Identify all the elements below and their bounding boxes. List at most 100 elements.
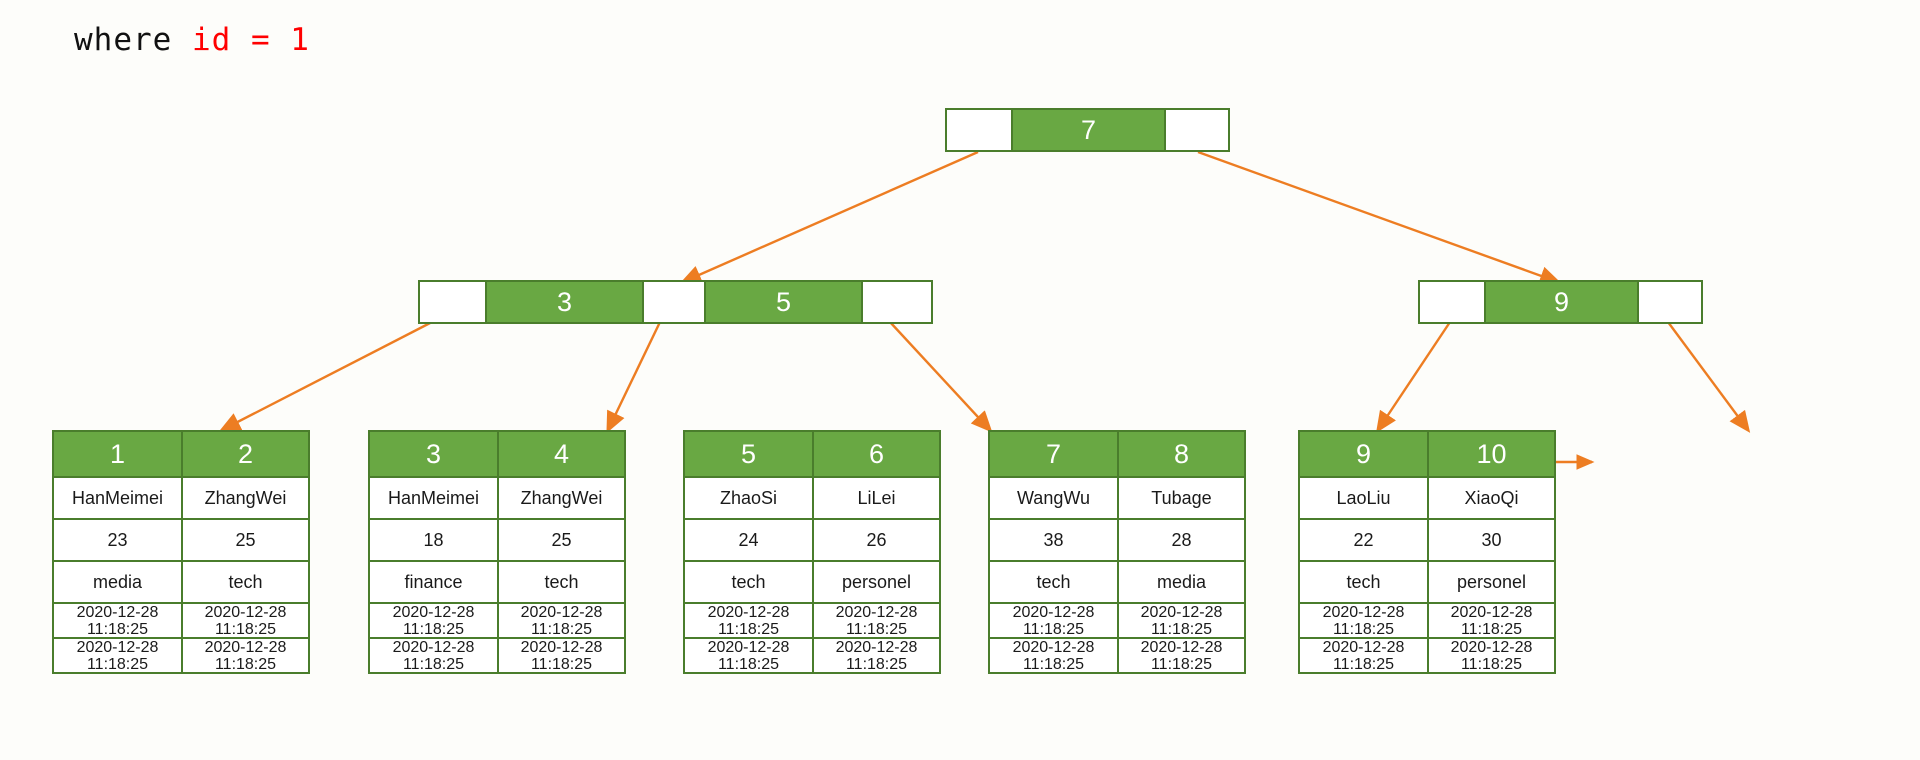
leaf-1-created-1: 2020-12-28 11:18:25 (181, 602, 308, 638)
leaf-5-created-row: 2020-12-28 11:18:25 2020-12-28 11:18:25 (1300, 602, 1554, 638)
root-node[interactable]: 7 (945, 108, 1230, 152)
leaf-3-age-row: 24 26 (685, 518, 939, 560)
leaf-1-id-1[interactable]: 2 (181, 432, 308, 476)
leaf-3-created-1: 2020-12-28 11:18:25 (812, 602, 939, 638)
root-pointer-0[interactable] (947, 110, 1012, 150)
leaf-5-created-0-time: 11:18:25 (1332, 620, 1395, 638)
leaf-2-dept-1: tech (497, 560, 624, 602)
leaf-5-updated-0-date: 2020-12-28 (1322, 638, 1405, 656)
leaf-1-updated-1: 2020-12-28 11:18:25 (181, 637, 308, 673)
leaf-node-3[interactable]: 5 6 ZhaoSi LiLei 24 26 tech personel 202… (683, 430, 941, 674)
leaf-5-id-1[interactable]: 10 (1427, 432, 1554, 476)
leaf-4-id-1[interactable]: 8 (1117, 432, 1244, 476)
leaf-1-name-row: HanMeimei ZhangWei (54, 476, 308, 518)
leaf-2-created-0: 2020-12-28 11:18:25 (370, 602, 497, 638)
leaf-4-created-row: 2020-12-28 11:18:25 2020-12-28 11:18:25 (990, 602, 1244, 638)
leaf-2-created-1-time: 11:18:25 (530, 620, 593, 638)
internal-right-key-9[interactable]: 9 (1484, 282, 1637, 322)
leaf-1-created-0-time: 11:18:25 (86, 620, 149, 638)
leaf-3-age-1: 26 (812, 518, 939, 560)
leaf-2-name-1: ZhangWei (497, 476, 624, 518)
leaf-3-updated-0-time: 11:18:25 (717, 655, 780, 673)
leaf-1-id-0[interactable]: 1 (54, 432, 181, 476)
leaf-5-updated-row: 2020-12-28 11:18:25 2020-12-28 11:18:25 (1300, 637, 1554, 673)
page-title: where id = 1 (74, 22, 310, 58)
leaf-3-updated-0-date: 2020-12-28 (707, 638, 790, 656)
leaf-1-updated-1-time: 11:18:25 (214, 655, 277, 673)
leaf-2-updated-1-time: 11:18:25 (530, 655, 593, 673)
internal-left-key-5[interactable]: 5 (704, 282, 861, 322)
leaf-4-name-0: WangWu (990, 476, 1117, 518)
leaf-3-name-row: ZhaoSi LiLei (685, 476, 939, 518)
leaf-3-created-0-date: 2020-12-28 (707, 603, 790, 621)
leaf-1-updated-0-date: 2020-12-28 (76, 638, 159, 656)
leaf-3-name-0: ZhaoSi (685, 476, 812, 518)
edge-root-to-internal-left (679, 150, 979, 284)
leaf-3-dept-0: tech (685, 560, 812, 602)
leaf-4-updated-0-date: 2020-12-28 (1012, 638, 1095, 656)
internal-right-pointer-1[interactable] (1636, 282, 1702, 322)
leaf-3-id-1[interactable]: 6 (812, 432, 939, 476)
internal-left-pointer-2[interactable] (861, 282, 927, 322)
edge-root-to-internal-right (1197, 150, 1562, 285)
leaf-2-updated-0-date: 2020-12-28 (392, 638, 475, 656)
leaf-1-dept-row: media tech (54, 560, 308, 602)
leaf-3-id-0[interactable]: 5 (685, 432, 812, 476)
leaf-5-created-0-date: 2020-12-28 (1322, 603, 1405, 621)
leaf-4-updated-1-time: 11:18:25 (1150, 655, 1213, 673)
leaf-5-id-0[interactable]: 9 (1300, 432, 1427, 476)
internal-node-left[interactable]: 3 5 (418, 280, 933, 324)
leaf-4-age-0: 38 (990, 518, 1117, 560)
edge-internal-left-to-leaf-2 (606, 321, 662, 434)
leaf-2-dept-row: finance tech (370, 560, 624, 602)
leaf-3-updated-1-time: 11:18:25 (845, 655, 908, 673)
leaf-5-created-1: 2020-12-28 11:18:25 (1427, 602, 1554, 638)
leaf-1-created-1-time: 11:18:25 (214, 620, 277, 638)
leaf-4-updated-1-date: 2020-12-28 (1140, 638, 1223, 656)
internal-left-pointer-0[interactable] (420, 282, 485, 322)
leaf-1-created-1-date: 2020-12-28 (204, 603, 287, 621)
internal-left-pointer-1[interactable] (642, 282, 704, 322)
leaf-3-updated-1: 2020-12-28 11:18:25 (812, 637, 939, 673)
leaf-4-id-0[interactable]: 7 (990, 432, 1117, 476)
leaf-3-created-0: 2020-12-28 11:18:25 (685, 602, 812, 638)
leaf-3-updated-row: 2020-12-28 11:18:25 2020-12-28 11:18:25 (685, 637, 939, 673)
leaf-node-1[interactable]: 1 2 HanMeimei ZhangWei 23 25 media tech … (52, 430, 310, 674)
leaf-1-age-0: 23 (54, 518, 181, 560)
root-key-7[interactable]: 7 (1011, 110, 1164, 150)
leaf-node-5[interactable]: 9 10 LaoLiu XiaoQi 22 30 tech personel 2… (1298, 430, 1556, 674)
edge-internal-right-to-leaf-5 (1667, 321, 1751, 433)
leaf-3-age-0: 24 (685, 518, 812, 560)
internal-node-right[interactable]: 9 (1418, 280, 1703, 324)
leaf-2-name-0: HanMeimei (370, 476, 497, 518)
leaf-3-name-1: LiLei (812, 476, 939, 518)
leaf-1-updated-1-date: 2020-12-28 (204, 638, 287, 656)
leaf-1-header-row: 1 2 (54, 432, 308, 476)
internal-right-pointer-0[interactable] (1420, 282, 1485, 322)
leaf-1-dept-1: tech (181, 560, 308, 602)
leaf-2-id-0[interactable]: 3 (370, 432, 497, 476)
leaf-5-dept-row: tech personel (1300, 560, 1554, 602)
leaf-node-4[interactable]: 7 8 WangWu Tubage 38 28 tech media 2020-… (988, 430, 1246, 674)
leaf-2-id-1[interactable]: 4 (497, 432, 624, 476)
leaf-3-created-row: 2020-12-28 11:18:25 2020-12-28 11:18:25 (685, 602, 939, 638)
leaf-3-created-1-time: 11:18:25 (845, 620, 908, 638)
leaf-node-2[interactable]: 3 4 HanMeimei ZhangWei 18 25 finance tec… (368, 430, 626, 674)
leaf-4-age-1: 28 (1117, 518, 1244, 560)
leaf-1-name-1: ZhangWei (181, 476, 308, 518)
leaf-2-age-0: 18 (370, 518, 497, 560)
internal-left-key-3[interactable]: 3 (485, 282, 642, 322)
leaf-3-dept-row: tech personel (685, 560, 939, 602)
leaf-5-updated-0-time: 11:18:25 (1332, 655, 1395, 673)
root-pointer-1[interactable] (1163, 110, 1229, 150)
leaf-2-created-1: 2020-12-28 11:18:25 (497, 602, 624, 638)
leaf-4-name-row: WangWu Tubage (990, 476, 1244, 518)
leaf-2-created-row: 2020-12-28 11:18:25 2020-12-28 11:18:25 (370, 602, 624, 638)
leaf-4-updated-0: 2020-12-28 11:18:25 (990, 637, 1117, 673)
edge-internal-right-to-leaf-4 (1376, 321, 1451, 433)
leaf-2-age-row: 18 25 (370, 518, 624, 560)
leaf-3-updated-1-date: 2020-12-28 (835, 638, 918, 656)
leaf-5-updated-1: 2020-12-28 11:18:25 (1427, 637, 1554, 673)
leaf-5-name-1: XiaoQi (1427, 476, 1554, 518)
